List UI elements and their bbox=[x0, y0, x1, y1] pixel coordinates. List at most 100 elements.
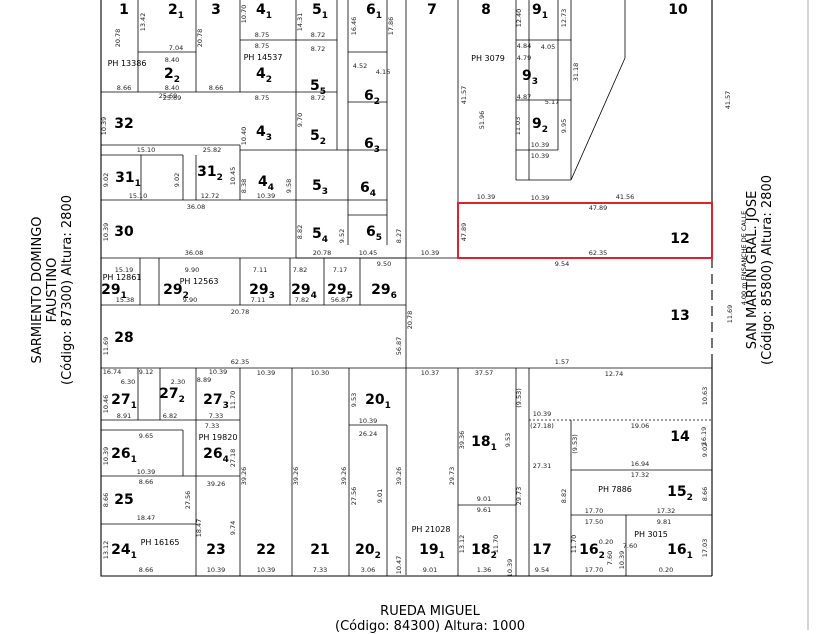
lot-17[interactable]: 17 bbox=[532, 542, 551, 558]
lot-5-2[interactable]: 52 bbox=[310, 128, 326, 147]
ph-label: PH 3079 bbox=[471, 54, 505, 63]
lot-28[interactable]: 28 bbox=[114, 330, 133, 346]
lot-26-1[interactable]: 261 bbox=[111, 446, 137, 465]
lot-number: 24 bbox=[111, 542, 131, 558]
lot-16-1[interactable]: 161 bbox=[667, 542, 693, 561]
lot-26-4[interactable]: 264 bbox=[203, 446, 229, 465]
lot-number: 18 bbox=[471, 542, 490, 558]
lot-number: 6 bbox=[360, 180, 370, 196]
measure: 4.87 bbox=[517, 93, 531, 101]
measure: 17.86 bbox=[387, 17, 395, 36]
measure: 20.78 bbox=[114, 29, 122, 48]
lot-subnumber: 4 bbox=[223, 455, 229, 465]
measure: 36.08 bbox=[187, 203, 206, 211]
measure: 39.36 bbox=[458, 431, 466, 450]
measure: 0.20 bbox=[659, 566, 673, 574]
lot-9-2[interactable]: 92 bbox=[532, 116, 548, 135]
lot-29-5[interactable]: 295 bbox=[327, 282, 353, 301]
lot-19-1[interactable]: 191 bbox=[419, 542, 445, 561]
ph-labels: PH 13386 PH 14537 PH 3079 PH 12861 PH 12… bbox=[103, 53, 668, 547]
highlighted-lot-12[interactable] bbox=[457, 202, 713, 259]
lot-13[interactable]: 13 bbox=[670, 308, 689, 324]
lot-23[interactable]: 23 bbox=[206, 542, 225, 558]
lot-8[interactable]: 8 bbox=[481, 2, 491, 18]
lot-22[interactable]: 22 bbox=[256, 542, 275, 558]
measure: 14.31 bbox=[296, 13, 304, 32]
measure: 10.63 bbox=[701, 387, 709, 406]
lot-subnumber: 1 bbox=[542, 11, 548, 21]
lot-4-2[interactable]: 42 bbox=[256, 66, 272, 85]
measure: 27.18 bbox=[229, 449, 237, 468]
measure: (9.53) bbox=[571, 434, 579, 454]
lot-31-1[interactable]: 311 bbox=[115, 170, 141, 189]
lot-16-2[interactable]: 162 bbox=[579, 542, 605, 561]
lot-5-1[interactable]: 51 bbox=[312, 2, 328, 21]
lot-5-5[interactable]: 55 bbox=[310, 78, 326, 97]
lot-12[interactable]: 12 bbox=[670, 231, 689, 247]
measure: 39.26 bbox=[292, 467, 300, 486]
measure: 27.31 bbox=[533, 462, 552, 470]
lot-4-3[interactable]: 43 bbox=[256, 124, 272, 143]
measure: 1.57 bbox=[555, 358, 569, 366]
measure: 7.11 bbox=[253, 266, 267, 274]
lot-27-3[interactable]: 273 bbox=[203, 392, 229, 411]
lot-25[interactable]: 25 bbox=[114, 492, 133, 508]
lot-14[interactable]: 14 bbox=[670, 429, 690, 445]
lot-1[interactable]: 1 bbox=[119, 2, 129, 18]
measure: 25.69 bbox=[163, 94, 182, 102]
lot-9-3[interactable]: 93 bbox=[522, 68, 538, 87]
lot-9-1[interactable]: 91 bbox=[532, 2, 548, 21]
lot-21[interactable]: 21 bbox=[310, 542, 329, 558]
measure: 18.47 bbox=[137, 514, 156, 522]
lot-6-4[interactable]: 64 bbox=[360, 180, 376, 199]
measure: 8.89 bbox=[197, 376, 211, 384]
lot-4-1[interactable]: 41 bbox=[256, 2, 272, 21]
lot-10[interactable]: 10 bbox=[668, 2, 688, 18]
lot-32[interactable]: 32 bbox=[114, 116, 133, 132]
lot-6-2[interactable]: 62 bbox=[364, 88, 380, 107]
lot-2-1[interactable]: 21 bbox=[168, 2, 184, 21]
lot-18-1[interactable]: 181 bbox=[471, 434, 497, 453]
lot-30[interactable]: 30 bbox=[114, 224, 134, 240]
lot-24-1[interactable]: 241 bbox=[111, 542, 137, 561]
lot-29-6[interactable]: 296 bbox=[371, 282, 397, 301]
lot-4-4[interactable]: 44 bbox=[258, 174, 274, 193]
lot-2-2[interactable]: 22 bbox=[164, 66, 180, 85]
measure: 15.10 bbox=[129, 192, 148, 200]
measure: 15.10 bbox=[137, 146, 156, 154]
lot-5-3[interactable]: 53 bbox=[312, 178, 328, 197]
lot-6-1[interactable]: 61 bbox=[366, 2, 382, 21]
lot-subnumber: 2 bbox=[320, 137, 326, 147]
lot-subnumber: 1 bbox=[135, 179, 141, 189]
lot-29-2[interactable]: 292 bbox=[163, 282, 189, 301]
measure: 8.40 bbox=[165, 56, 179, 64]
lot-20-1[interactable]: 201 bbox=[365, 392, 391, 411]
lot-15-2[interactable]: 152 bbox=[667, 484, 693, 503]
lot-6-5[interactable]: 65 bbox=[366, 224, 382, 243]
measure: 9.74 bbox=[229, 521, 237, 535]
lot-31-2[interactable]: 312 bbox=[197, 164, 223, 183]
measure: 17.70 bbox=[585, 507, 604, 515]
lot-20-2[interactable]: 202 bbox=[355, 542, 381, 561]
measure: 10.39 bbox=[618, 551, 626, 570]
measure: 12.40 bbox=[515, 9, 523, 28]
lot-3[interactable]: 3 bbox=[211, 2, 221, 18]
lot-number: 26 bbox=[203, 446, 222, 462]
lot-29-1[interactable]: 291 bbox=[101, 282, 127, 301]
lot-29-4[interactable]: 294 bbox=[291, 282, 317, 301]
measure: 8.66 bbox=[139, 478, 153, 486]
measure: 11.70 bbox=[492, 535, 500, 554]
measure: 10.39 bbox=[531, 152, 550, 160]
lot-number: 16 bbox=[579, 542, 598, 558]
lot-27-2[interactable]: 272 bbox=[159, 386, 185, 405]
lot-27-1[interactable]: 271 bbox=[111, 392, 137, 411]
lot-18-2[interactable]: 182 bbox=[471, 542, 497, 561]
measure: 13.42 bbox=[139, 13, 147, 32]
lot-5-4[interactable]: 54 bbox=[312, 226, 328, 245]
lot-29-3[interactable]: 293 bbox=[249, 282, 275, 301]
lot-7[interactable]: 7 bbox=[427, 2, 437, 18]
measure: 9.01 bbox=[477, 495, 491, 503]
lot-6-3[interactable]: 63 bbox=[364, 136, 380, 155]
lot-number: 27 bbox=[203, 392, 222, 408]
